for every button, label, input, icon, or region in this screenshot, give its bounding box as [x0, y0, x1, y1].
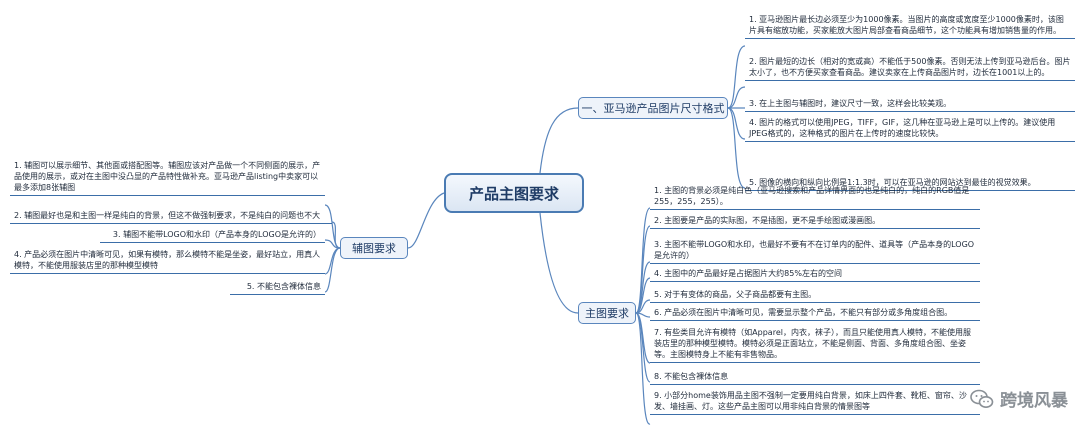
aux-item-5[interactable]: 5. 不能包含裸体信息	[230, 279, 325, 295]
main-item-2[interactable]: 2. 主图要是产品的实际图，不是插图，更不是手绘图或漫画图。	[650, 213, 980, 229]
branch-secondary-image[interactable]: 辅图要求	[340, 237, 408, 259]
main-item-3[interactable]: 3. 主图不能带LOGO和水印，也最好不要有不在订单内的配件、道具等（产品本身的…	[650, 237, 980, 264]
branch-image-size-format[interactable]: 一、亚马逊产品图片尺寸格式	[578, 97, 728, 119]
main-item-1[interactable]: 1. 主图的背景必须是纯白色（亚马逊搜索和产品详情界面的也是纯白的，纯白的RGB…	[650, 183, 980, 210]
aux-item-4[interactable]: 4. 产品必须在图片中清晰可见，如果有模特，那么模特不能是坐姿，最好站立，用真人…	[10, 247, 325, 274]
aux-item-1[interactable]: 1. 辅图可以展示细节、其他面或搭配图等。辅图应该对产品做一个不同侧面的展示，产…	[10, 158, 325, 196]
size-item-5[interactable]: 5. 图像的横向和纵向比例是1:1.3时，可以在亚马逊的网站达到最佳的视觉效果。	[745, 175, 1075, 191]
size-item-4[interactable]: 4. 图片的格式可以使用JPEG，TIFF，GIF，这几种在亚马逊上是可以上传的…	[745, 115, 1075, 142]
watermark-text: 跨境风暴	[1000, 391, 1068, 411]
main-item-8[interactable]: 8. 不能包含裸体信息	[650, 369, 980, 385]
size-item-1[interactable]: 1. 亚马逊图片最长边必须至少为1000像素。当图片的高度或宽度至少1000像素…	[745, 12, 1075, 39]
central-topic[interactable]: 产品主图要求	[444, 173, 584, 213]
main-item-6[interactable]: 6. 产品必须在图片中清晰可见，需要显示整个产品，不能只有部分或多角度组合图。	[650, 305, 980, 321]
main-item-4[interactable]: 4. 主图中的产品最好是占据图片大约85%左右的空间	[650, 266, 980, 282]
main-item-5[interactable]: 5. 对于有变体的商品，父子商品都要有主图。	[650, 287, 980, 303]
size-item-3[interactable]: 3. 在上主图与辅图时，建议尺寸一致，这样会比较美观。	[745, 96, 1075, 112]
aux-item-3[interactable]: 3. 辅图不能带LOGO和水印（产品本身的LOGO是允许的）	[100, 227, 325, 243]
aux-item-2[interactable]: 2. 辅图最好也是和主图一样是纯白的背景，但这不做强制要求，不是纯白的问题也不大	[10, 208, 332, 224]
wechat-icon	[970, 389, 994, 408]
watermark: 跨境风暴	[970, 386, 1068, 411]
branch-main-image[interactable]: 主图要求	[578, 302, 636, 324]
main-item-7[interactable]: 7. 有些类目允许有模特（如Apparel，内衣，袜子），而且只能使用真人模特，…	[650, 325, 980, 363]
main-item-9[interactable]: 9. 小部分home装饰用品主图不强制一定要用纯白背景，如床上四件套、靴柜、窗帘…	[650, 388, 980, 415]
size-item-2[interactable]: 2. 图片最短的边长（相对的宽或高）不能低于500像素。否则无法上传到亚马逊后台…	[745, 54, 1075, 81]
